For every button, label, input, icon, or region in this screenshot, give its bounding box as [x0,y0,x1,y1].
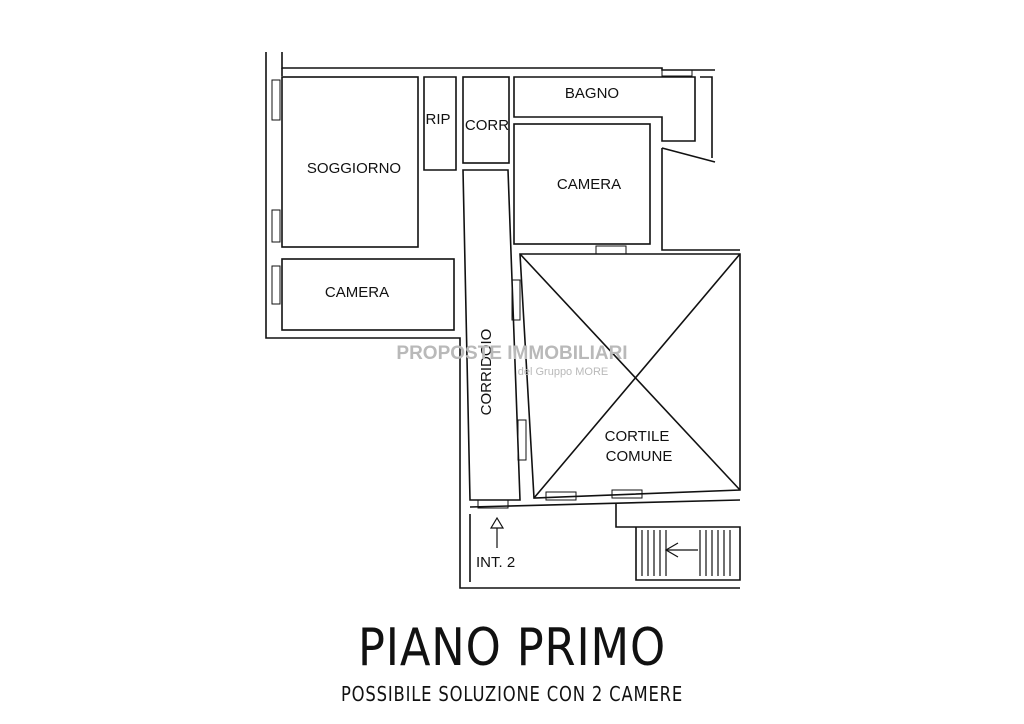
label-camera-left: CAMERA [325,284,389,301]
room-rip [423,76,457,171]
label-cortile-line1: CORTILE [605,428,670,445]
room-soggiorno [281,76,419,248]
window-mark [545,491,577,501]
label-corr: CORR [465,117,509,134]
room-corridoio [462,169,521,501]
label-bagno: BAGNO [565,85,619,102]
window-mark [477,499,509,509]
cortile-diagonal-a [519,253,741,491]
label-soggiorno: SOGGIORNO [307,160,401,177]
room-camera-left [281,258,455,331]
watermark-title: PROPOSTE IMMOBILIARI [396,343,627,364]
label-entrance: INT. 2 [476,554,515,571]
label-rip: RIP [425,111,450,128]
cortile-diagonal-b [533,253,741,499]
label-cortile-line2: COMUNE [606,448,673,465]
stair-treads [641,530,731,576]
room-bagno [513,76,696,142]
window-mark [271,79,281,121]
label-corridoio: CORRIDOIO [478,329,495,416]
window-mark [271,209,281,243]
room-corr [462,76,510,164]
outer-wall-top [281,52,715,71]
page-title: PIANO PRIMO [357,618,667,678]
window-mark [517,419,527,461]
watermark-subtitle: del Gruppo MORE [518,366,608,378]
window-mark [271,265,281,305]
stair-enclosure [615,503,741,581]
stair-arrow-icon [664,542,698,558]
label-camera-top: CAMERA [557,176,621,193]
window-mark [595,245,627,255]
page-subtitle: POSSIBILE SOLUZIONE CON 2 CAMERE [340,682,684,706]
entrance-arrow-icon [489,516,505,548]
window-mark [511,279,521,321]
window-mark [611,489,643,499]
window-mark [661,69,693,77]
outer-wall [265,52,740,589]
room-camera-top [513,123,651,245]
